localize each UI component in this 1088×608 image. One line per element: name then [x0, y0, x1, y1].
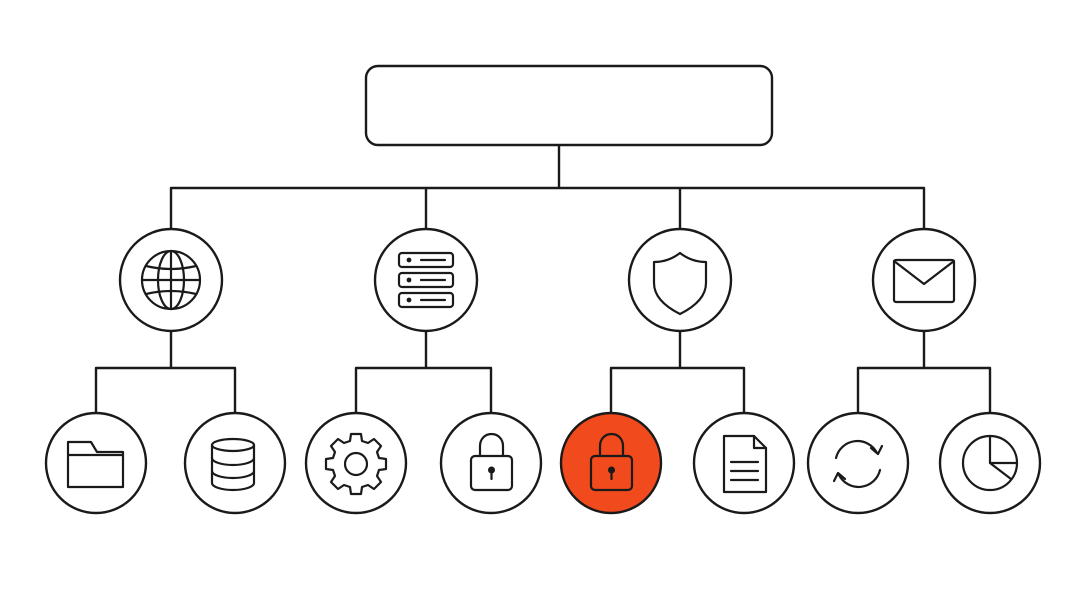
shield-branch-connector [609, 329, 746, 414]
globe-branch-connector [94, 329, 237, 414]
refresh-icon [832, 439, 884, 489]
child-node-pie-chart [938, 411, 1042, 515]
folder-icon [66, 440, 125, 489]
category-node-envelope [871, 227, 977, 333]
category-node-server [373, 227, 479, 333]
envelope-branch-connector [856, 329, 992, 414]
connector-lines [94, 143, 992, 414]
server-icon-dots [406, 257, 412, 303]
document-icon [722, 434, 768, 494]
server-branch-connector [354, 329, 493, 414]
root-node [364, 64, 774, 147]
database-icon [210, 437, 256, 492]
child-node-gear [304, 411, 408, 515]
child-node-folder [44, 411, 148, 515]
category-node-shield [627, 227, 733, 333]
globe-icon [140, 249, 202, 311]
category-node-globe [118, 227, 224, 333]
server-icon [397, 251, 455, 309]
envelope-icon [892, 258, 956, 304]
child-node-refresh [806, 411, 910, 515]
child-node-database [183, 411, 287, 515]
root-connector [169, 143, 926, 232]
gear-icon [324, 432, 388, 496]
padlock-keyhole [488, 466, 495, 474]
padlock-keyhole [608, 466, 615, 474]
child-node-padlock-highlighted [559, 411, 663, 515]
shield-icon [652, 251, 708, 316]
pie-chart-icon [961, 434, 1019, 492]
child-node-document [692, 411, 796, 515]
child-node-padlock [439, 411, 543, 515]
padlock-icon [589, 432, 634, 492]
